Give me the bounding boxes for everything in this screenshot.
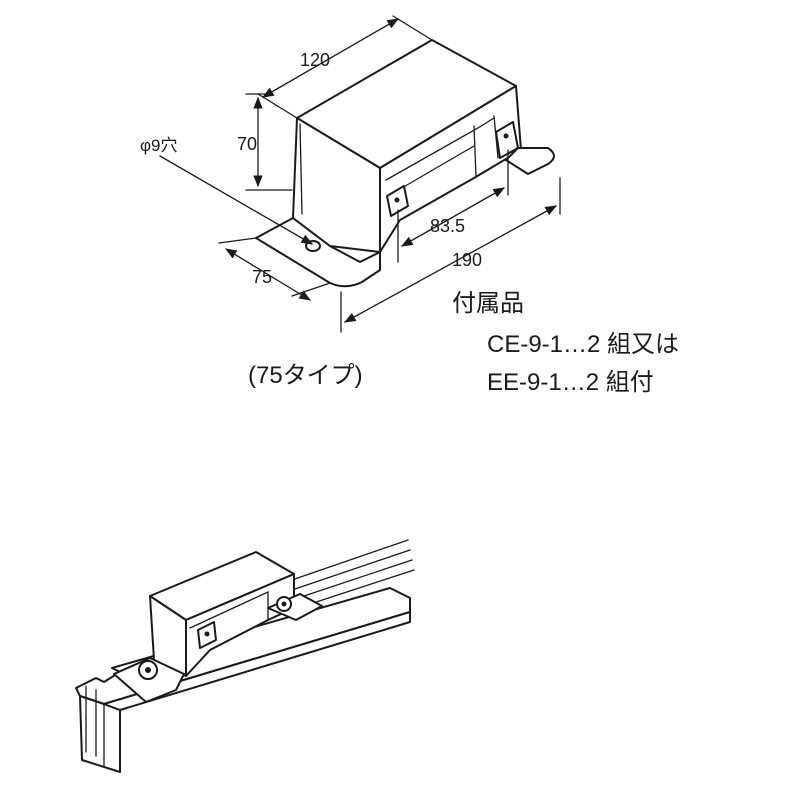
accessories-line2: EE-9-1…2 組付 [487,369,654,396]
type-label: (75タイプ) [248,362,363,389]
dim-70: 70 [237,93,293,191]
mounting-hole [305,240,321,252]
hole-callout: φ9穴 [140,136,314,245]
dim-120: 120 [257,15,433,119]
dim-75: 75 [218,237,331,301]
dim-70-label: 70 [237,134,257,154]
dim-83-5-label: 83.5 [430,216,465,236]
rail-side [103,611,411,711]
right-foot [505,147,555,175]
dim-75-label: 75 [252,267,272,287]
accessories-line1: CE-9-1…2 組又は [487,331,679,358]
bracket-drawing: 120 70 φ9穴 83.5 190 [140,15,561,333]
dim-190: 190 [340,177,561,333]
accessories-title: 付属品 [452,290,524,317]
accessories-note: 付属品 CE-9-1…2 組又は EE-9-1…2 組付 [452,290,679,396]
hole-label: φ9穴 [140,136,177,155]
dim-190-label: 190 [452,250,482,270]
mounted-left-clamp [113,657,185,703]
installation-drawing [75,539,415,773]
dim-120-label: 120 [300,50,330,70]
